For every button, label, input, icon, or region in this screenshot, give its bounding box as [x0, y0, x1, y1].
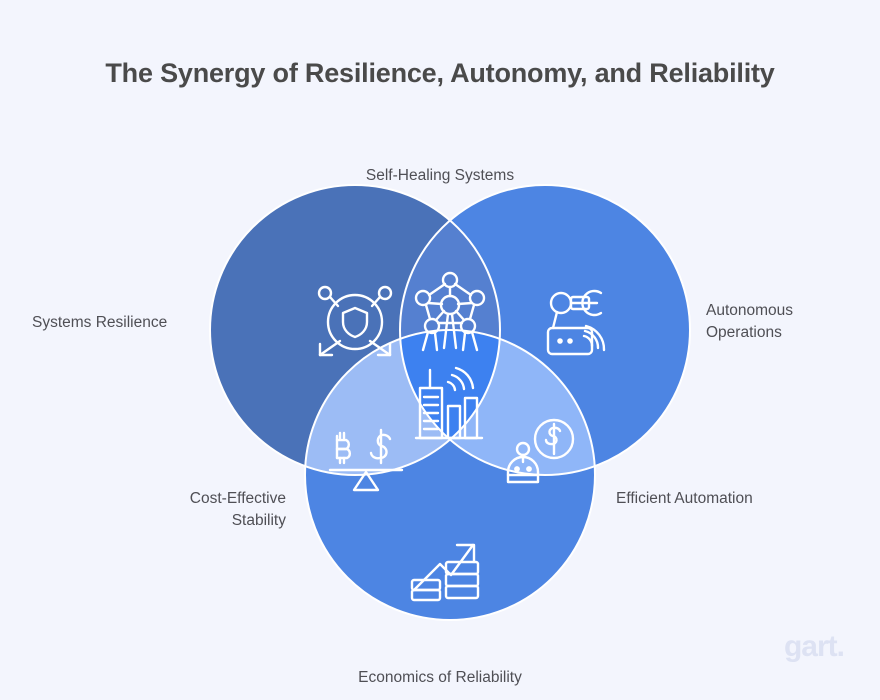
label-cost-effective-stability: Cost-Effective Stability	[189, 490, 286, 530]
label-efficient-automation: Efficient Automation	[616, 490, 753, 507]
lens-cost-effective-stability[interactable]	[305, 330, 595, 620]
page-title: The Synergy of Resilience, Autonomy, and…	[105, 58, 775, 88]
lens-efficient-automation[interactable]	[305, 330, 595, 620]
circle-outlines	[209, 184, 691, 621]
brand-watermark: gart.	[783, 630, 845, 663]
label-autonomous-operations: Autonomous Operations	[706, 302, 794, 342]
label-systems-resilience: Systems Resilience	[32, 314, 168, 331]
growth-coins-icon	[410, 543, 480, 602]
molecule-network-icon	[414, 271, 486, 352]
smart-building-chart-icon	[414, 366, 484, 440]
robotic-arm-icon	[546, 289, 606, 356]
label-self-healing-systems: Self-Healing Systems	[365, 167, 515, 184]
label-economics-of-reliability: Economics of Reliability	[358, 669, 522, 686]
robot-coin-icon	[506, 418, 575, 484]
bitcoin-dollar-balance-icon	[328, 428, 404, 492]
shield-network-icon	[317, 285, 393, 357]
